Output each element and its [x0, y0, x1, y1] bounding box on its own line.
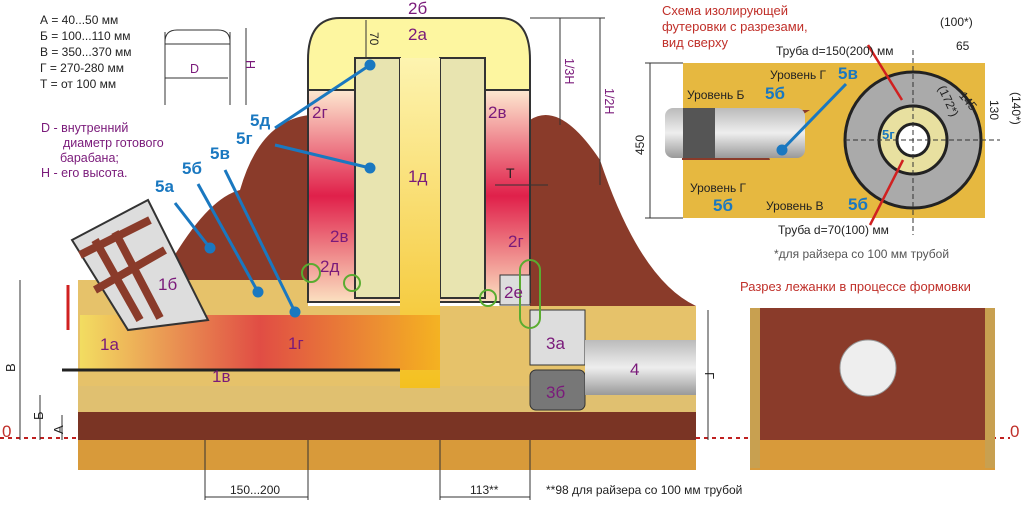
- top-view-title-2: футеровки с разрезами,: [662, 19, 808, 34]
- label-2d: 2д: [320, 257, 340, 276]
- label-2b: 2б: [408, 0, 428, 18]
- dim-half-h: 1/2Н: [602, 88, 616, 115]
- label-2v-left: 2в: [330, 227, 349, 246]
- label-3b: 3б: [546, 383, 566, 402]
- label-2g-left: 2г: [312, 103, 328, 122]
- left-mound: [150, 115, 310, 300]
- dim-v: В: [3, 363, 18, 372]
- label-1b: 1б: [158, 275, 178, 294]
- exhaust-pipe: [585, 340, 696, 395]
- legend-dim-t: Т = от 100 мм: [40, 77, 117, 91]
- label-5d: 5д: [250, 111, 271, 130]
- dim-a: А: [51, 425, 66, 434]
- dim-140: (140*): [1009, 92, 1023, 125]
- dim-450: 450: [633, 134, 647, 155]
- tv-5g: 5г: [882, 127, 895, 142]
- legend-dim-b: Б = 100...110 мм: [40, 29, 131, 43]
- label-1a: 1а: [100, 335, 119, 354]
- section-view-title: Разрез лежанки в процессе формовки: [740, 279, 971, 294]
- level-b: Уровень Б: [687, 88, 745, 102]
- label-5v: 5в: [210, 144, 230, 163]
- note-line-1: D - внутренний: [41, 121, 129, 135]
- tv-5b-1: 5б: [765, 84, 785, 103]
- note-line-4: Н - его высота.: [41, 166, 128, 180]
- top-view-title-1: Схема изолирующей: [662, 3, 788, 18]
- note-line-2: диаметр готового: [63, 136, 164, 150]
- label-5a: 5а: [155, 177, 174, 196]
- label-2e: 2е: [504, 283, 523, 302]
- zero-left: 0: [2, 422, 12, 441]
- label-2g-right: 2г: [508, 232, 524, 251]
- dim-65: 65: [956, 39, 970, 53]
- dim-100: (100*): [940, 15, 973, 29]
- dim-113: 113**: [470, 483, 499, 497]
- level-g-top: Уровень Г: [770, 68, 827, 82]
- brick-layer: [78, 412, 696, 440]
- legend-dim-g: Г = 270-280 мм: [40, 61, 125, 75]
- right-mound: [530, 115, 696, 306]
- legend-dim-v: В = 350...370 мм: [40, 45, 132, 59]
- note-line-3: барабана;: [60, 151, 119, 165]
- dim-t: Т: [506, 165, 515, 181]
- footnote-98: **98 для райзера со 100 мм трубой: [546, 483, 743, 497]
- label-4: 4: [630, 360, 640, 379]
- label-3a: 3а: [546, 334, 565, 353]
- dim-150-200: 150...200: [230, 483, 281, 497]
- drum-d-label: D: [190, 62, 200, 76]
- tv-5v: 5в: [838, 64, 858, 83]
- zero-right: 0: [1010, 422, 1020, 441]
- label-1v: 1в: [212, 367, 231, 386]
- label-5g: 5г: [236, 129, 253, 148]
- riser-insulation-right: [439, 57, 486, 299]
- label-5b: 5б: [182, 159, 202, 178]
- dim-70: 70: [367, 32, 381, 46]
- riser-insulation-left: [354, 57, 401, 299]
- label-2v-right: 2в: [488, 103, 507, 122]
- pipe-outer-label: Труба d=150(200) мм: [776, 44, 894, 58]
- base-layer: [78, 440, 696, 470]
- drum-h-label: Н: [243, 60, 257, 70]
- section-pipe: [839, 339, 897, 397]
- top-view-title-3: вид сверху: [662, 35, 728, 50]
- label-1g: 1г: [288, 334, 304, 353]
- label-1d: 1д: [408, 167, 428, 186]
- level-g-bottom: Уровень Г: [690, 181, 747, 195]
- dim-130: 130: [987, 100, 1001, 121]
- tv-5b-2: 5б: [713, 196, 733, 215]
- tv-5b-3: 5б: [848, 195, 868, 214]
- dim-g: Г: [702, 372, 717, 380]
- pipe-inner-label: Труба d=70(100) мм: [778, 223, 889, 237]
- dim-b: Б: [31, 411, 46, 420]
- legend-dim-a: А = 40...50 мм: [40, 13, 119, 27]
- label-2a: 2а: [408, 25, 427, 44]
- top-view-footnote: *для райзера со 100 мм трубой: [774, 247, 950, 261]
- dim-third-h: 1/3Н: [562, 58, 576, 85]
- level-v: Уровень В: [766, 199, 824, 213]
